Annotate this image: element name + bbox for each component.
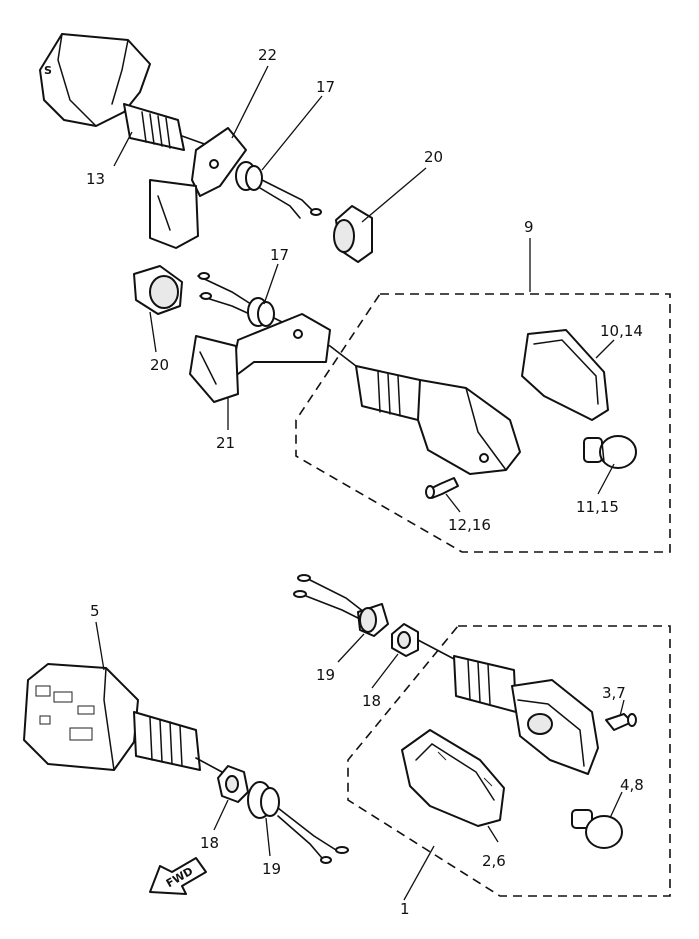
grommet-17-top — [235, 161, 322, 219]
flasher-lamp-5 — [23, 663, 223, 773]
bulb-11-15 — [583, 435, 637, 469]
callout-11-15: 11,15 — [576, 498, 619, 516]
callout-19-bottom: 19 — [262, 860, 281, 878]
callout-12-16: 12,16 — [448, 516, 491, 534]
callout-20-middle: 20 — [150, 356, 169, 374]
flasher-lamp-1-body — [453, 655, 599, 775]
callout-9: 9 — [524, 218, 534, 236]
cap-20-top — [333, 205, 373, 263]
flasher-lamp-9-body — [355, 365, 521, 475]
group-outline-9 — [295, 293, 671, 553]
callout-22: 22 — [258, 46, 277, 64]
svg-text:S: S — [44, 64, 52, 77]
bracket-22 — [149, 127, 247, 249]
callout-5: 5 — [90, 602, 100, 620]
callout-17-top: 17 — [316, 78, 335, 96]
callout-17-middle: 17 — [270, 246, 289, 264]
group-outline-1 — [347, 625, 671, 897]
nut-18-bottom — [217, 765, 249, 803]
callout-1: 1 — [400, 900, 410, 918]
grommet-19-top — [293, 574, 389, 637]
callout-10-14: 10,14 — [600, 322, 643, 340]
flasher-lamp-13: S — [39, 33, 211, 151]
callout-2-6: 2,6 — [482, 852, 506, 870]
callout-20-top: 20 — [424, 148, 443, 166]
callout-18-top: 18 — [362, 692, 381, 710]
grommet-19-bottom — [247, 781, 349, 864]
bulb-4-8 — [571, 809, 623, 849]
leader-lines — [95, 65, 625, 901]
callout-13: 13 — [86, 170, 105, 188]
callout-21: 21 — [216, 434, 235, 452]
callout-4-8: 4,8 — [620, 776, 644, 794]
screw-12-16 — [425, 477, 459, 499]
callout-19-top: 19 — [316, 666, 335, 684]
fwd-arrow: FWD — [149, 857, 207, 895]
callout-18-bottom: 18 — [200, 834, 219, 852]
bracket-21 — [189, 313, 331, 403]
screw-3-7 — [605, 713, 637, 731]
callout-3-7: 3,7 — [602, 684, 626, 702]
nut-18-top — [391, 623, 457, 661]
cap-20-middle — [133, 265, 183, 315]
callout-numbers: 22 17 20 13 9 17 10,14 20 21 11,15 12,16… — [86, 46, 644, 918]
lens-2-6 — [401, 729, 505, 827]
lens-10-14 — [521, 329, 609, 421]
